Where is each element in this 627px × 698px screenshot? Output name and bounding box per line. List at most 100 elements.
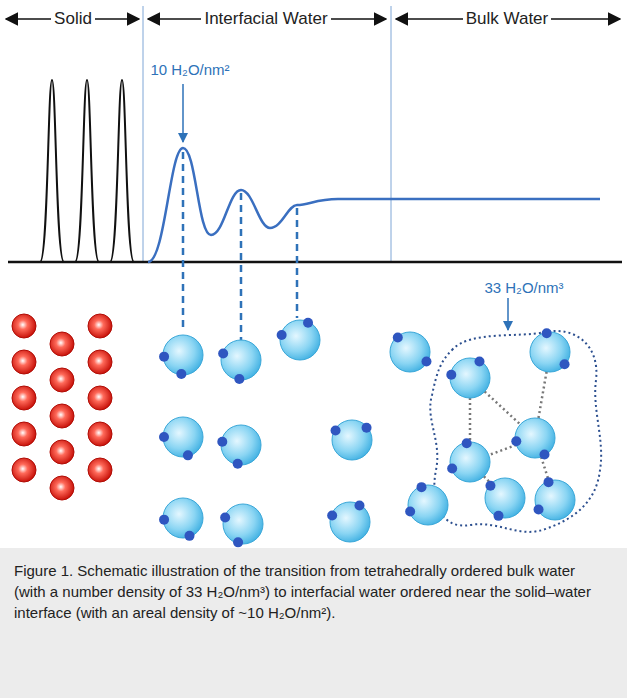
hydrogen-atom xyxy=(159,515,169,525)
pointer-arrow xyxy=(182,84,184,142)
oxygen-atom xyxy=(408,485,448,525)
water-molecule xyxy=(511,418,555,459)
hydrogen-atom xyxy=(183,450,193,460)
solid-atom xyxy=(50,440,74,464)
region-label: Interfacial Water xyxy=(201,9,330,29)
hydrogen-atom xyxy=(217,437,227,447)
hydrogen-atom xyxy=(475,357,485,367)
region-label: Solid xyxy=(51,9,95,29)
water-molecule xyxy=(218,340,261,384)
region-label: Bulk Water xyxy=(463,9,552,29)
hydrogen-atom xyxy=(544,477,554,487)
solid-atom xyxy=(12,314,36,338)
cluster-outline xyxy=(430,331,601,532)
oxygen-atom xyxy=(221,340,261,380)
hydrogen-atom xyxy=(494,511,504,521)
water-molecule xyxy=(159,498,203,541)
solid-atom xyxy=(12,458,36,482)
hydrogen-atom xyxy=(159,432,169,442)
oxygen-atom xyxy=(485,478,525,518)
peak-drop-lines xyxy=(183,152,297,342)
solid-atom xyxy=(88,458,112,482)
solid-atom xyxy=(50,332,74,356)
oxygen-atom xyxy=(450,358,490,398)
oxygen-atom xyxy=(450,442,490,482)
solid-atom xyxy=(12,386,36,410)
hydrogen-atom xyxy=(327,511,337,521)
number-density-label: 33 H₂O/nm³ xyxy=(481,279,566,296)
pointer-arrow xyxy=(507,298,509,330)
oxygen-atom xyxy=(163,498,203,538)
solid-atom xyxy=(88,314,112,338)
hydrogen-atom xyxy=(511,436,521,446)
hydrogen-atom xyxy=(303,318,313,328)
hydrogen-atom xyxy=(446,370,456,380)
hydrogen-atom xyxy=(405,506,415,516)
solid-atom xyxy=(50,404,74,428)
water-molecule xyxy=(331,420,372,460)
water-molecule xyxy=(327,501,370,542)
hydrogen-atom xyxy=(233,459,243,469)
solid-atom xyxy=(88,386,112,410)
solid-atom xyxy=(88,422,112,446)
solid-atom xyxy=(88,350,112,374)
water-molecule xyxy=(159,335,203,379)
oxygen-atom xyxy=(515,418,555,458)
hydrogen-atom xyxy=(542,328,552,338)
hydrogen-atom xyxy=(534,505,544,515)
hydrogen-atom xyxy=(560,359,570,369)
solid-atoms xyxy=(12,314,112,500)
region-divider xyxy=(143,6,144,262)
hydrogen-atom xyxy=(331,426,341,436)
water-molecule xyxy=(530,328,570,372)
water-molecule xyxy=(447,438,490,482)
hydrogen-atom xyxy=(393,332,403,342)
hydrogen-atom xyxy=(234,374,244,384)
solid-atom xyxy=(12,422,36,446)
solid-atom xyxy=(50,368,74,392)
water-molecule xyxy=(485,478,525,521)
water-molecule xyxy=(277,318,320,360)
oxygen-atom xyxy=(163,335,203,375)
hydrogen-atom xyxy=(417,482,427,492)
illustration xyxy=(0,0,627,548)
hydrogen-atom xyxy=(277,330,287,340)
figure-caption: Figure 1. Schematic illustration of the … xyxy=(14,560,610,623)
hydrogen-atom xyxy=(233,537,243,547)
hydrogen-atom xyxy=(362,423,372,433)
hydrogen-atom xyxy=(447,463,457,473)
water-molecule xyxy=(405,482,448,525)
hydrogen-atom xyxy=(184,531,194,541)
oxygen-atom xyxy=(535,480,575,520)
water-molecule xyxy=(446,357,490,398)
region-divider xyxy=(391,6,392,262)
water-molecule xyxy=(390,332,431,372)
oxygen-atom xyxy=(530,332,570,372)
oxygen-atom xyxy=(280,320,320,360)
oxygen-atom xyxy=(332,420,372,460)
hydrogen-atom xyxy=(176,369,186,379)
hydrogen-atom xyxy=(220,513,230,523)
areal-density-label: 10 H₂O/nm² xyxy=(147,61,232,78)
water-molecules xyxy=(159,318,575,548)
water-molecule xyxy=(534,477,575,520)
oxygen-atom xyxy=(330,502,370,542)
hydrogen-atom xyxy=(218,349,228,359)
solid-peaks xyxy=(40,80,134,262)
hydrogen-atom xyxy=(540,449,550,459)
hydrogen-atom xyxy=(462,438,472,448)
water-molecule xyxy=(159,417,203,460)
water-molecule xyxy=(220,504,263,547)
solid-atom xyxy=(50,476,74,500)
oxygen-atom xyxy=(223,504,263,544)
oxygen-atom xyxy=(390,332,430,372)
hydrogen-atom xyxy=(421,357,431,367)
solid-atom xyxy=(12,350,36,374)
hydrogen-atom xyxy=(355,501,365,511)
oxygen-atom xyxy=(221,425,261,465)
density-curve xyxy=(148,148,600,262)
baseline xyxy=(8,261,622,264)
hydrogen-atom xyxy=(485,481,495,491)
water-molecule xyxy=(217,425,261,469)
hydrogen-atom xyxy=(159,352,169,362)
